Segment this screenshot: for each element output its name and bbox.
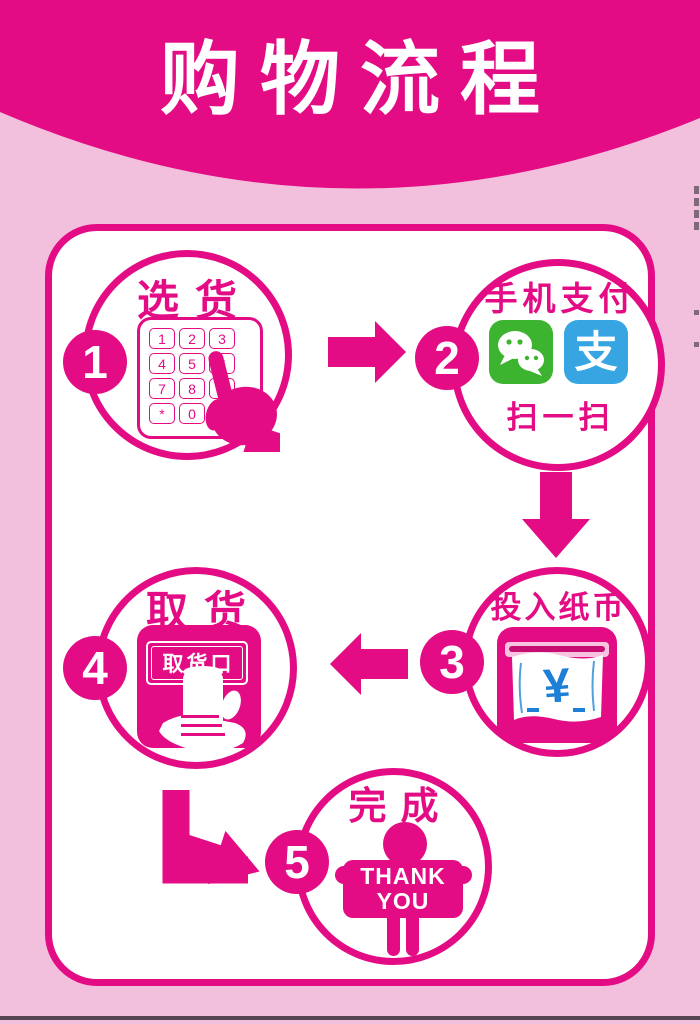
step3-title: 投入纸币 (490, 590, 627, 625)
step1-number-badge: 1 (63, 330, 127, 394)
thankyou-figure-leg-left (387, 916, 400, 956)
payment-icons-row: 支 (458, 320, 658, 384)
arrow-step2-to-step3-down-icon (522, 472, 590, 558)
keypad-key: 8 (179, 378, 205, 399)
step1-title: 选货 (136, 277, 253, 324)
thank-you-sign: THANK YOU (343, 860, 463, 918)
cup-in-hand-icon (159, 666, 246, 748)
banknote-icon: ¥ (505, 642, 609, 722)
pickup-door-icon: 取货口 (137, 625, 261, 748)
thankyou-figure-head (383, 822, 427, 866)
edge-artifact-mark (694, 198, 699, 206)
edge-artifact-mark (694, 186, 699, 194)
alipay-icon: 支 (563, 320, 628, 384)
arrow-step1-to-step2-right-icon (328, 321, 406, 383)
edge-artifact-mark (694, 222, 699, 230)
alipay-glyph: 支 (574, 329, 617, 377)
step2-subtitle: 扫一扫 (506, 400, 615, 435)
thankyou-figure-leg-right (406, 916, 419, 956)
step1-select-goods-circle: 选货 1 2 3 4 5 6 7 8 9 * 0 # (82, 250, 292, 460)
thank-you-sign-line1: THANK (360, 863, 446, 889)
step5-title: 完成 (348, 786, 453, 828)
step2-number-badge: 2 (415, 326, 479, 390)
keypad-key: 7 (149, 378, 175, 399)
header-banner (0, 0, 700, 189)
arrow-step3-to-step4-left-icon (330, 633, 408, 695)
keypad-key: 5 (179, 353, 205, 374)
step2-title: 手机支付 (484, 280, 637, 317)
keypad-key: 4 (149, 353, 175, 374)
banknote-slot-icon: ¥ (497, 627, 617, 743)
step5-number-badge: 5 (265, 830, 329, 894)
currency-symbol: ¥ (542, 659, 573, 714)
keypad-key: 1 (149, 328, 175, 349)
step4-number-badge: 4 (63, 636, 127, 700)
keypad-key: 3 (209, 328, 235, 349)
wechat-icon (488, 320, 553, 384)
keypad-key: 2 (179, 328, 205, 349)
edge-artifact-mark (694, 342, 699, 347)
keypad-icon: 1 2 3 4 5 6 7 8 9 * 0 # (137, 317, 280, 452)
edge-artifact-mark (694, 310, 699, 315)
keypad-key: 0 (179, 403, 205, 424)
step3-insert-cash-circle: 投入纸币 ¥ (462, 567, 652, 757)
step4-pickup-circle: 取货 取货口 (95, 567, 297, 769)
thank-you-sign-line2: YOU (376, 888, 430, 914)
step2-mobile-payment-circle: 手机支付 支 扫一扫 (451, 259, 665, 471)
page-title: 购物流程 (160, 35, 560, 124)
bottom-edge-line (0, 1016, 700, 1020)
arrow-step4-to-step5-elbow-icon (162, 790, 260, 885)
pointing-hand-icon (205, 351, 280, 452)
edge-artifact-mark (694, 210, 699, 218)
step3-number-badge: 3 (420, 630, 484, 694)
keypad-key: * (149, 403, 175, 424)
